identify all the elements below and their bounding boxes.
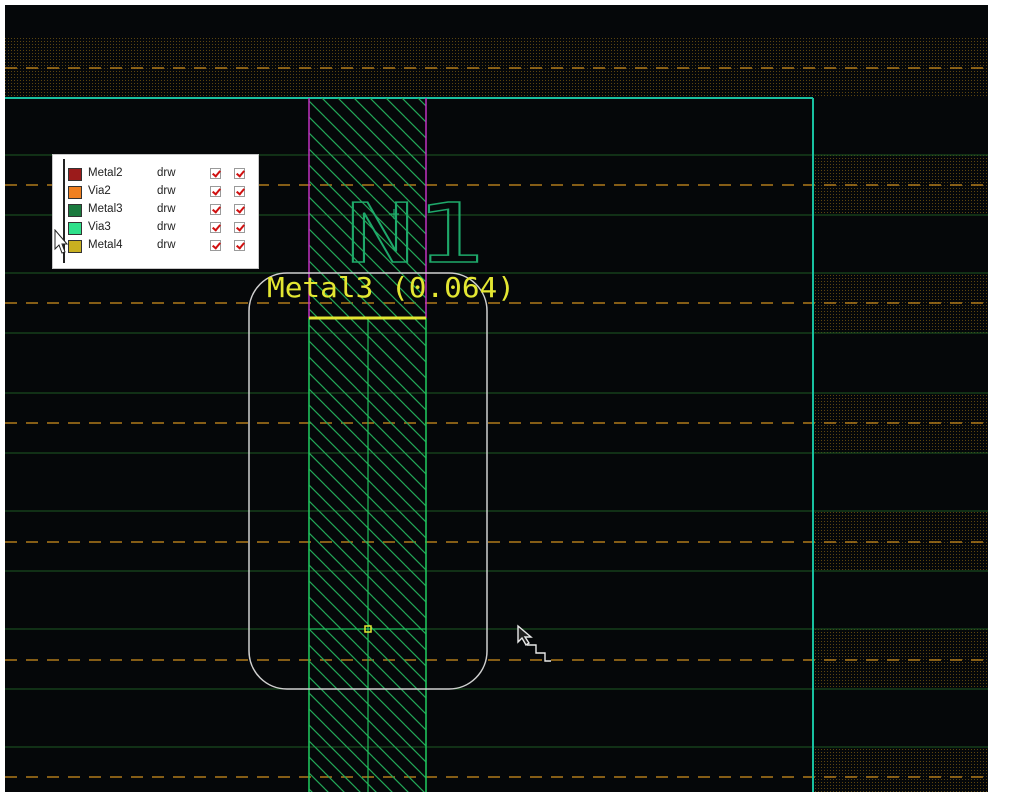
palette-selection-bar [63,159,65,263]
layer-row-via2[interactable]: Via2 drw [53,183,260,201]
layer-row-metal2[interactable]: Metal2 drw [53,165,260,183]
layer-name: Via2 [88,185,111,197]
crosshatch-swatch-icon [68,168,82,181]
visible-checkbox[interactable] [210,186,221,197]
vertex-marker [364,625,372,633]
selectable-checkbox[interactable] [234,186,245,197]
layer-purpose: drw [157,203,176,215]
track-edge-lines [5,154,988,748]
visible-checkbox[interactable] [210,222,221,233]
layer-palette: Metal2 drw Via2 drw Metal3 drw [52,154,259,269]
selectable-checkbox[interactable] [234,204,245,215]
layer-purpose: drw [157,167,176,179]
metal3-wire[interactable] [308,316,427,792]
layer-row-metal3[interactable]: Metal3 drw [53,201,260,219]
pin-label: N1 [345,187,485,282]
solid-swatch-icon [68,186,82,199]
solid-swatch-icon [68,222,82,235]
visible-checkbox[interactable] [210,240,221,251]
layer-purpose: drw [157,221,176,233]
layer-name: Metal2 [88,167,123,179]
track-centerlines [5,67,988,778]
layer-name: Via3 [88,221,111,233]
pin-shape[interactable] [308,98,427,318]
layout-canvas[interactable]: N1 Metal3 (0.064) Metal2 drw [5,5,988,792]
layer-name: Metal3 [88,203,123,215]
hatch-swatch-icon [68,240,82,253]
layer-row-metal4[interactable]: Metal4 drw [53,237,260,255]
selection-outline [248,272,488,690]
selectable-checkbox[interactable] [234,240,245,251]
pointer-cursor-icon [54,229,68,254]
selectable-checkbox[interactable] [234,222,245,233]
pin-origin-marker [389,209,399,219]
stretch-cursor-icon [517,624,551,662]
layer-row-via3[interactable]: Via3 drw [53,219,260,237]
layout-drawing[interactable]: N1 Metal3 (0.064) [5,5,988,792]
selection-label: Metal3 (0.064) [267,271,515,304]
layer-purpose: drw [157,185,176,197]
selectable-checkbox[interactable] [234,168,245,179]
visible-checkbox[interactable] [210,168,221,179]
metal4-track-bands [5,38,988,792]
visible-checkbox[interactable] [210,204,221,215]
layer-purpose: drw [157,239,176,251]
hatch-swatch-icon [68,204,82,217]
layer-name: Metal4 [88,239,123,251]
